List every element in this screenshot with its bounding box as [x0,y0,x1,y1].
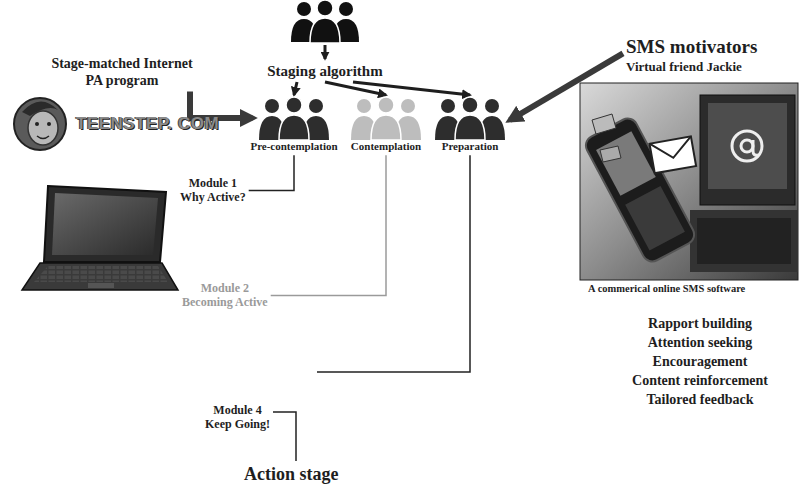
feature-item: Encouragement [653,354,748,370]
people-group [291,0,359,43]
node-heading: Module 4 [205,403,270,417]
leader-line [249,155,294,190]
node-heading: Preparation [434,140,506,153]
feature-item: Rapport building [648,316,752,332]
node-heading: Module 2 [182,281,268,295]
text-node: Module 2Becoming Active [182,281,268,310]
node-heading: Pre-contemplation [250,140,337,153]
people-group [350,96,422,140]
image-caption: A commerical online SMS software [586,283,747,294]
text-node: Module 1Why Active? [180,176,246,205]
text-node: Stage-matched Internet PA program [46,56,198,90]
node-subtext: Keep Going! [205,417,270,431]
text-node: Module 4Keep Going! [205,403,270,432]
feature-item: Tailored feedback [647,392,754,408]
node-subtext: Virtual friend Jackie [626,59,757,75]
flow-arrow [510,53,623,120]
text-node: Action stage [244,464,338,486]
node-heading: Contemplation [350,140,422,153]
laptop [22,186,178,290]
leader-line [271,155,386,295]
flow-arrow [353,82,470,95]
people-group [434,96,506,140]
stage-group: Contemplation [350,96,422,153]
stage-group: Pre-contemplation [250,96,337,153]
people-group [258,96,330,140]
node-heading: Module 1 [180,176,246,190]
feature-item: Content reinforcement [632,373,768,389]
logo-text: TEENSTEP. COM [76,114,219,134]
node-heading: SMS motivators [626,36,757,59]
feature-item: Attention seeking [648,335,753,351]
stage-group: Preparation [434,96,506,153]
logo-face [14,98,66,150]
node-subtext: Becoming Active [182,295,268,309]
node-heading: Action stage [244,464,338,486]
flow-arrow [324,45,327,59]
leader-line [273,412,296,461]
text-node: Staging algorithm [267,62,382,80]
sms-illustration [580,83,798,280]
flow-arrow [294,82,297,95]
node-heading: Staging algorithm [267,62,382,80]
leader-line [317,155,470,372]
node-subtext: Why Active? [180,190,246,204]
text-node: SMS motivatorsVirtual friend Jackie [626,36,757,74]
node-heading: Stage-matched Internet PA program [46,56,198,90]
